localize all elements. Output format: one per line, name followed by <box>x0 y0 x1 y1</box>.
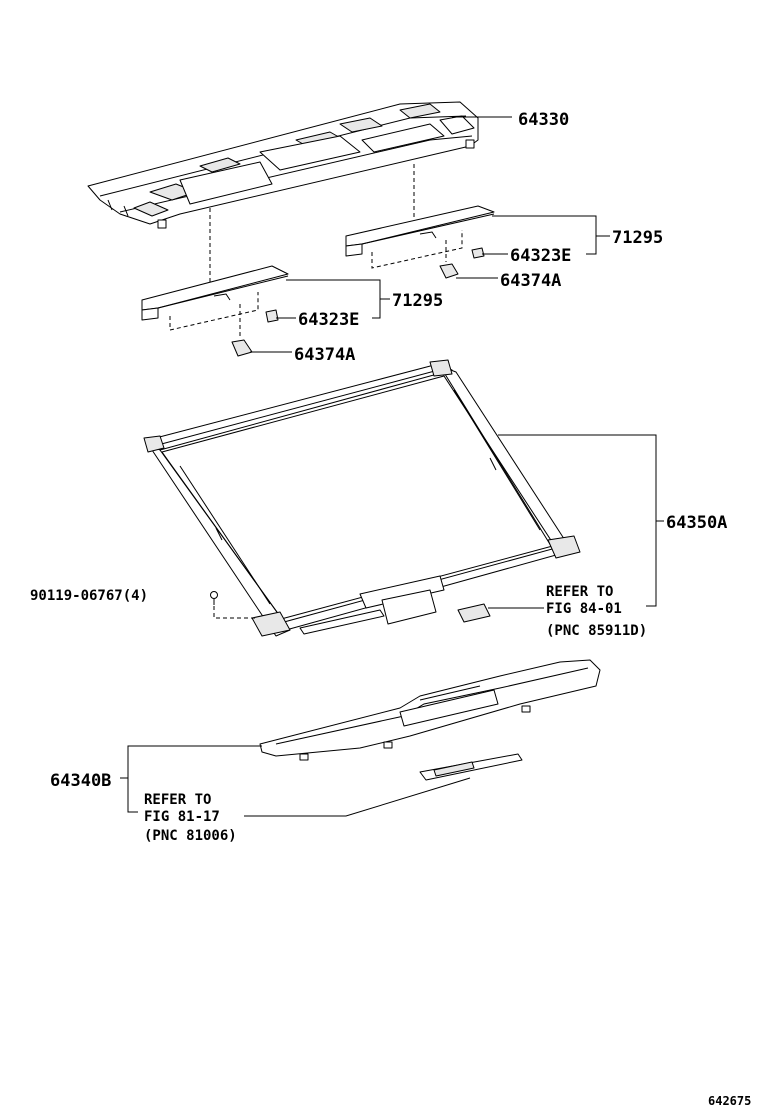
ref1-line2: FIG 84-01 <box>546 601 622 617</box>
bracket-leader-64340b <box>127 745 262 813</box>
sunshade-assembly-64350a <box>143 359 581 637</box>
ref1-line1: REFER TO <box>546 584 613 600</box>
bracket-leader-64350a <box>498 434 657 607</box>
part-number-64374a-left: 64374A <box>294 345 355 365</box>
ref1-line3: (PNC 85911D) <box>546 623 647 639</box>
screw-90119 <box>210 591 218 605</box>
part-number-64323e-right: 64323E <box>510 246 571 266</box>
part-number-64323e-left: 64323E <box>298 310 359 330</box>
package-tray-trim-64330 <box>87 101 479 229</box>
bracket-71295-left <box>141 265 289 336</box>
holder-64374a-left <box>231 339 253 357</box>
holder-64374a-right <box>439 263 459 279</box>
lamp-assembly <box>419 753 523 781</box>
alignment-line-screw <box>213 606 256 619</box>
part-number-64330: 64330 <box>518 110 569 130</box>
tray-trim-64340b <box>259 659 601 761</box>
figure-id: 642675 <box>708 1094 751 1108</box>
ref2-line1: REFER TO <box>144 792 211 808</box>
sunshade-switch <box>457 603 491 623</box>
bracket-71295-right <box>345 205 495 269</box>
part-number-90119: 90119-06767(4) <box>30 588 148 604</box>
clip-64323e-left <box>265 309 279 323</box>
ref2-line2: FIG 81-17 <box>144 809 220 825</box>
part-number-71295-right: 71295 <box>612 228 663 248</box>
bracket-leader-71295-right <box>492 215 597 255</box>
part-number-71295-left: 71295 <box>392 291 443 311</box>
part-number-64350a: 64350A <box>666 513 727 533</box>
part-number-64374a-right: 64374A <box>500 271 561 291</box>
part-number-64340b: 64340B <box>50 771 111 791</box>
clip-64323e-right <box>471 247 485 259</box>
ref2-line3: (PNC 81006) <box>144 828 237 844</box>
leader-ref-81-17 <box>244 777 471 817</box>
